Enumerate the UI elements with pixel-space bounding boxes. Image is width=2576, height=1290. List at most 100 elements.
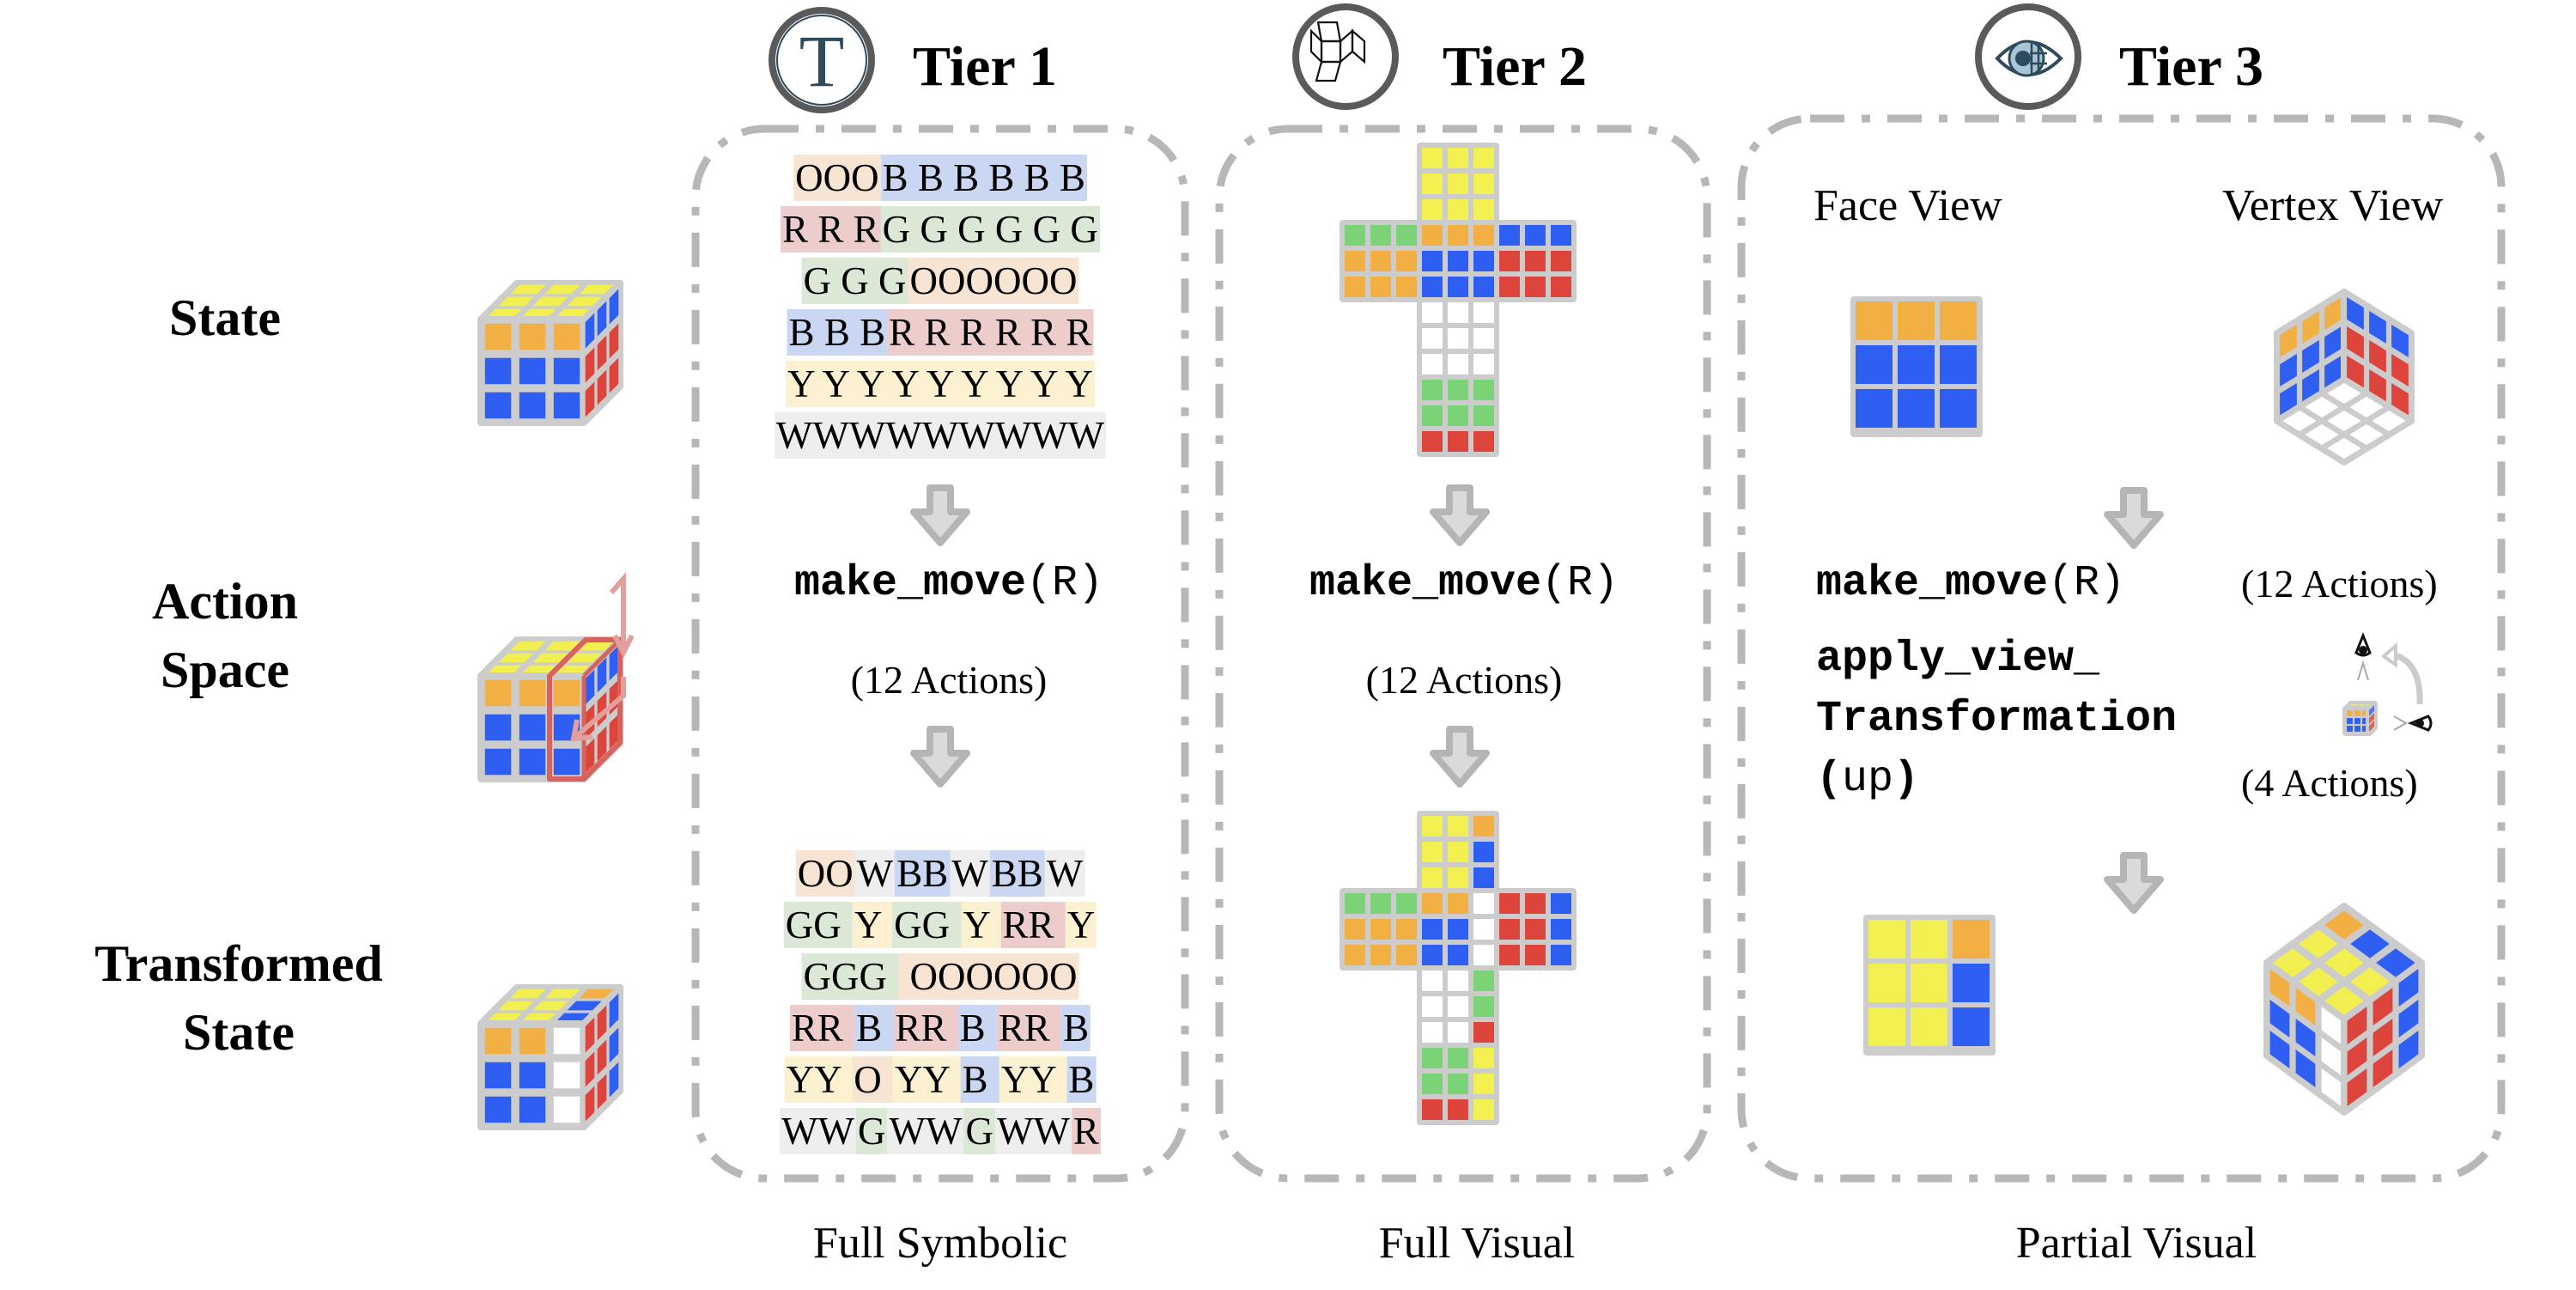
row-label-transformed-line2: State <box>183 1004 295 1061</box>
net-face-U-sticker <box>1473 148 1494 168</box>
tier3-view-arg-close: ) <box>1893 755 1920 804</box>
net-face-U-sticker <box>1473 199 1494 220</box>
net-face-L-sticker <box>1370 251 1391 271</box>
cube-front-sticker <box>484 1027 512 1055</box>
tier1-arrow-down-1-icon <box>902 483 979 551</box>
vertex-bottom-sticker <box>2282 410 2317 432</box>
symbol-segment-R: RR <box>1000 902 1066 948</box>
vertex-left-sticker <box>2295 1018 2316 1057</box>
net-face-B-sticker <box>1448 405 1468 426</box>
cube-right-sticker <box>585 381 595 417</box>
net-face-U-sticker <box>1473 816 1494 837</box>
face-view-sticker <box>1856 389 1893 428</box>
net-face-U-sticker <box>1473 173 1494 194</box>
cube-top-sticker <box>579 989 615 999</box>
net-face-B-sticker <box>1473 1048 1494 1068</box>
net-face-D-sticker <box>1448 302 1468 323</box>
vertex-right-sticker <box>2372 1049 2393 1088</box>
rotation-arrow-left-icon <box>574 677 626 739</box>
mini-front-sticker <box>2354 710 2360 716</box>
cube-front-sticker <box>484 357 512 385</box>
vertex-bottom-sticker <box>2305 423 2339 446</box>
tier3-view-arg: (up) <box>1816 754 1919 806</box>
net-face-B-sticker <box>1422 380 1443 400</box>
net-face-F-sticker <box>1448 225 1468 246</box>
rotate-arrow-head-icon <box>2380 642 2397 668</box>
tier2-icon <box>1292 3 1399 110</box>
symbol-segment-B: BB <box>895 850 951 897</box>
vertex-bottom-sticker <box>2327 410 2361 432</box>
cube-front-sticker <box>484 748 512 776</box>
cube-top-sticker <box>544 989 580 999</box>
mini-right-sticker <box>2371 722 2372 730</box>
tier1-transformed-row: YY O YY B YY B <box>784 1056 1097 1103</box>
cube-right-sticker <box>597 1039 607 1075</box>
tier3-face-view-state <box>1850 296 1983 437</box>
cube-right-sticker <box>597 657 607 693</box>
tier2-move-arg: (R) <box>1541 559 1619 608</box>
net-face-F-sticker <box>1422 919 1443 940</box>
vertex-left-sticker <box>2324 297 2342 330</box>
cube-right-sticker <box>585 1051 595 1087</box>
tier1-transformed-row: RR B RR B RR B <box>789 1005 1091 1051</box>
net-face-D-sticker <box>1422 302 1443 323</box>
vertex-bottom-sticker <box>2305 396 2339 418</box>
symbol-segment-O: O <box>852 1056 893 1103</box>
face-view-sticker <box>1898 389 1935 428</box>
net-face-U-sticker <box>1422 842 1443 862</box>
cube-top-sticker <box>486 1013 522 1023</box>
net-face-D-sticker <box>1473 302 1494 323</box>
net-face-D-sticker <box>1422 328 1443 349</box>
net-face-F-sticker <box>1473 945 1494 965</box>
cube-top-sticker <box>486 308 522 319</box>
vertex-right-sticker <box>2347 326 2364 359</box>
tier2-state-cube-net <box>1340 143 1577 457</box>
net-face-B-sticker <box>1448 1099 1468 1120</box>
cube-right-sticker <box>585 347 595 383</box>
symbol-segment-O: OOOOOO <box>898 953 1079 1000</box>
cube-front-sticker <box>519 714 546 741</box>
net-face-U-sticker <box>1422 173 1443 194</box>
face-view-sticker <box>1898 301 1935 340</box>
symbol-segment-B: BB <box>989 850 1045 897</box>
tier1-move-arg: (R) <box>1026 559 1104 608</box>
face-view-sticker <box>1940 389 1977 428</box>
cube-right-sticker <box>585 1086 595 1122</box>
vertex-left-sticker <box>2295 987 2316 1026</box>
tier3-view-arg-open: ( <box>1816 755 1843 804</box>
face-view-sticker <box>1911 1007 1947 1046</box>
r-layer-edge <box>582 638 622 678</box>
net-face-D-sticker <box>1448 971 1468 991</box>
tier1-arrow-down-2-icon <box>902 724 979 793</box>
face-view-sticker <box>1953 964 1990 1002</box>
vertex-bottom-sticker <box>2349 396 2384 418</box>
view-transform-illustration <box>2342 631 2433 736</box>
vertex-right-sticker <box>2347 297 2364 330</box>
symbol-segment-Y: YY <box>892 1056 961 1103</box>
cube-top-sticker <box>555 1013 591 1023</box>
cube-right-sticker <box>585 313 595 349</box>
net-face-B-sticker <box>1422 1048 1443 1068</box>
cube-front-sticker <box>553 357 580 385</box>
symbol-segment-W: WW <box>994 1108 1072 1154</box>
net-face-D-sticker <box>1473 996 1494 1017</box>
tier3-arrow-down-2-icon <box>2095 850 2172 919</box>
cube-front-sticker <box>519 679 546 707</box>
vertex-right-sticker <box>2398 999 2419 1038</box>
net-face-L-sticker <box>1345 251 1365 271</box>
net-face-R-sticker <box>1499 945 1520 965</box>
net-face-L-sticker <box>1370 225 1391 246</box>
tier1-move-func: make_move <box>793 559 1027 608</box>
cube-front-sticker <box>519 1062 546 1089</box>
cube-top-sticker <box>520 1013 556 1023</box>
net-face-U-sticker <box>1448 816 1468 837</box>
vertex-right-sticker <box>2369 340 2386 373</box>
symbol-segment-Y: YY <box>999 1056 1067 1103</box>
symbol-segment-W: W <box>1044 850 1085 897</box>
net-face-F-sticker <box>1422 277 1443 297</box>
net-face-B-sticker <box>1448 431 1468 452</box>
vertex-right-sticker <box>2347 1068 2367 1107</box>
symbol-segment-O: OOOOOO <box>908 258 1079 304</box>
cube-top-sticker <box>532 1001 568 1011</box>
